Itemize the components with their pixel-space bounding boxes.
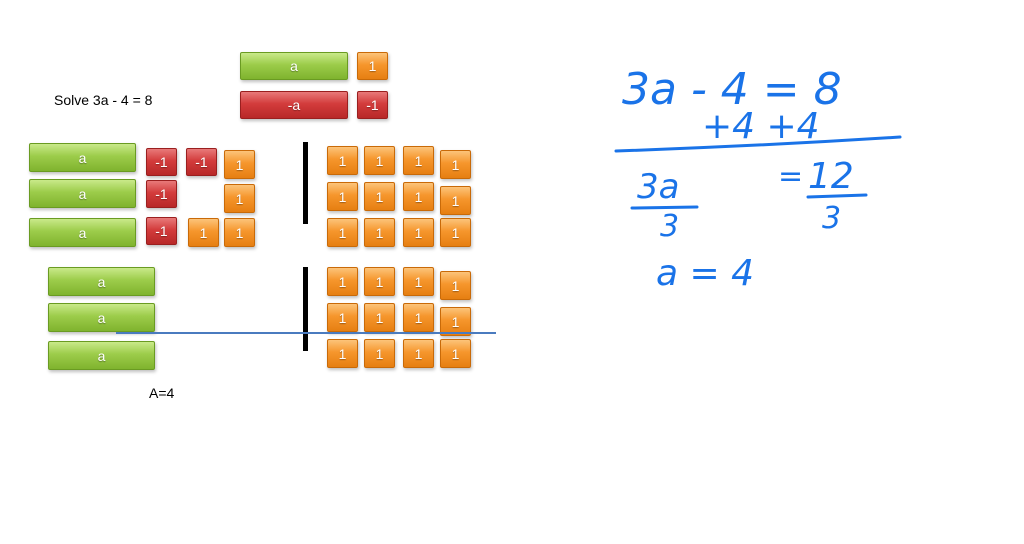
- divide-line: [116, 332, 496, 334]
- one-tile: 1: [327, 182, 358, 211]
- legend-a-tile: a: [240, 52, 348, 80]
- one-tile: 1: [440, 307, 471, 336]
- hw-line1: 3a - 4 = 8: [622, 64, 842, 115]
- a-tile: a: [48, 267, 155, 296]
- one-tile: 1: [364, 218, 395, 247]
- one-tile: 1: [440, 218, 471, 247]
- a-tile: a: [48, 341, 155, 370]
- mat-divider: [303, 267, 308, 351]
- one-tile: 1: [440, 186, 471, 215]
- one-tile: 1: [188, 218, 219, 247]
- one-tile: 1: [327, 267, 358, 296]
- neg-one-tile: -1: [146, 180, 177, 208]
- one-tile: 1: [364, 303, 395, 332]
- a-tile: a: [29, 218, 136, 247]
- neg-one-tile: -1: [146, 148, 177, 176]
- fraction-bar-right: [806, 193, 868, 199]
- legend-neg-one-tile: -1: [357, 91, 388, 119]
- one-tile: 1: [440, 339, 471, 368]
- hw-frac-left-num: 3a: [637, 167, 679, 207]
- one-tile: 1: [327, 218, 358, 247]
- one-tile: 1: [440, 271, 471, 300]
- a-tile: a: [29, 179, 136, 208]
- hw-frac-right-den: 3: [822, 201, 841, 236]
- hw-eq-sign: =: [778, 159, 803, 194]
- one-tile: 1: [327, 339, 358, 368]
- legend-neg-a-tile: -a: [240, 91, 348, 119]
- one-tile: 1: [327, 146, 358, 175]
- neg-one-tile: -1: [146, 217, 177, 245]
- one-tile: 1: [403, 267, 434, 296]
- legend-one-tile: 1: [357, 52, 388, 80]
- hw-line2: +4 +4: [702, 106, 820, 147]
- hw-result: a = 4: [656, 253, 754, 294]
- a-tile: a: [29, 143, 136, 172]
- mat-divider: [303, 142, 308, 224]
- one-tile: 1: [440, 150, 471, 179]
- one-tile: 1: [224, 184, 255, 213]
- one-tile: 1: [364, 146, 395, 175]
- handwritten-underline: [614, 135, 902, 153]
- neg-one-tile: -1: [186, 148, 217, 176]
- one-tile: 1: [403, 146, 434, 175]
- one-tile: 1: [224, 218, 255, 247]
- one-tile: 1: [364, 339, 395, 368]
- hw-frac-right-num: 12: [808, 156, 854, 197]
- answer-text: A=4: [149, 385, 175, 401]
- one-tile: 1: [403, 339, 434, 368]
- one-tile: 1: [364, 182, 395, 211]
- one-tile: 1: [327, 303, 358, 332]
- one-tile: 1: [403, 218, 434, 247]
- one-tile: 1: [403, 303, 434, 332]
- one-tile: 1: [224, 150, 255, 179]
- one-tile: 1: [403, 182, 434, 211]
- problem-text: Solve 3a - 4 = 8: [54, 92, 153, 108]
- a-tile: a: [48, 303, 155, 332]
- one-tile: 1: [364, 267, 395, 296]
- fraction-bar-left: [630, 205, 699, 210]
- hw-frac-left-den: 3: [660, 209, 679, 244]
